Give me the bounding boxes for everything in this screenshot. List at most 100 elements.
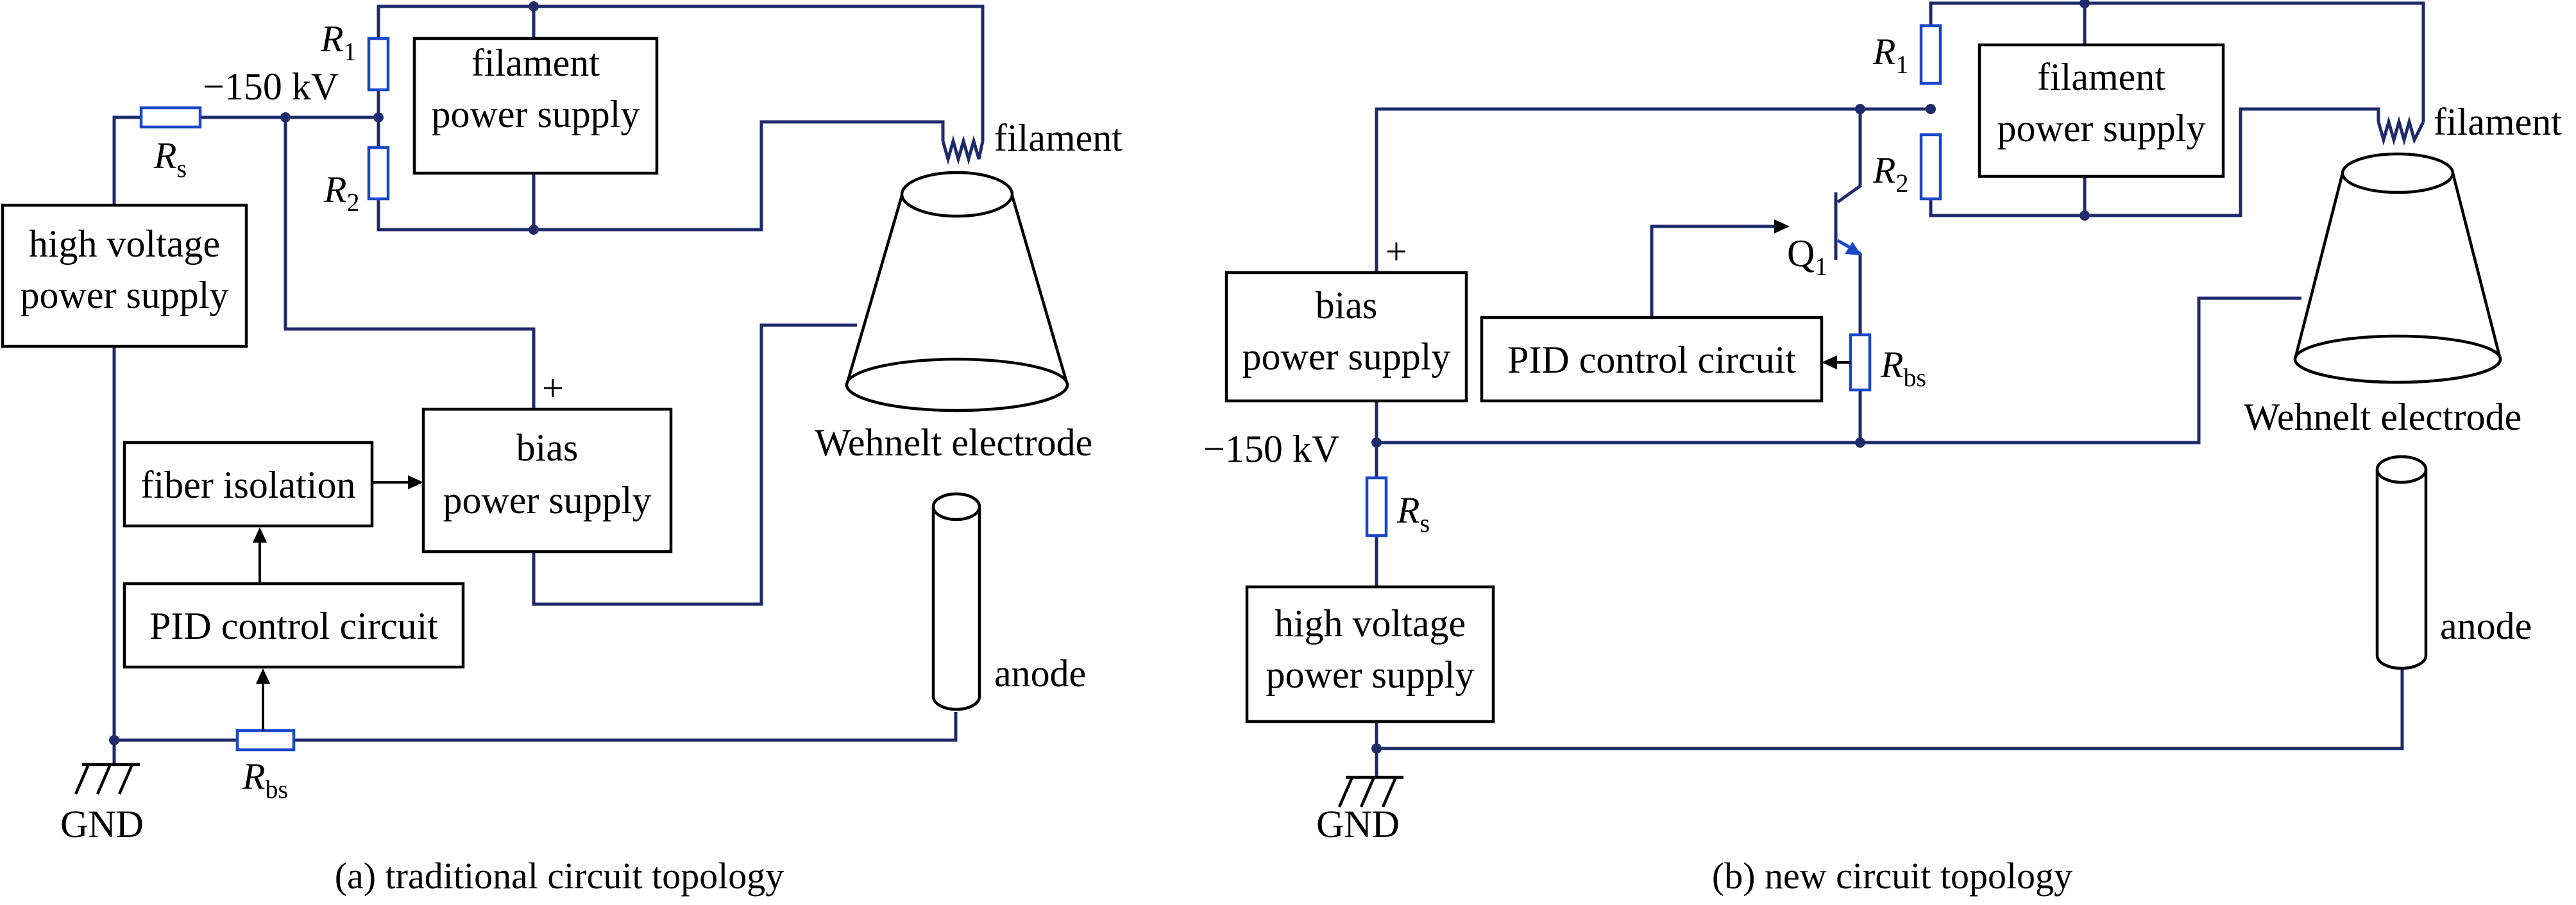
high-voltage-power-supply-line2: power supply [21, 274, 229, 316]
wehnelt-electrode-base [2293, 334, 2502, 384]
filament-power-supply-line2: power supply [432, 93, 640, 135]
wire-top-filament-loop [377, 4, 985, 141]
resistor-rbs-label: Rbs [1880, 344, 1926, 392]
wire-top-filament-loop [1929, 1, 2425, 122]
resistor-r2-label: R2 [323, 169, 359, 217]
resistor-rbs-label: Rbs [242, 756, 288, 804]
transistor-emitter-arrow-icon [1845, 242, 1861, 255]
anode-body [933, 507, 979, 697]
wire-bias-plus-to-collector [1375, 107, 1931, 273]
filament-coil-icon [941, 135, 985, 165]
wehnelt-electrode-top [900, 171, 1014, 218]
junction-node [2080, 210, 2090, 221]
anode-label: anode [994, 652, 1086, 695]
resistor-rbs [235, 729, 296, 752]
junction-node [1926, 104, 1936, 114]
wehnelt-electrode-label: Wehnelt electrode [2244, 396, 2521, 438]
wire-bias-to-wehnelt [532, 323, 857, 606]
bias-plus-sign: + [1385, 230, 1407, 273]
wire-base [1650, 224, 1777, 317]
bias-power-supply-line2: power supply [443, 479, 652, 521]
filament-power-supply-box [412, 37, 659, 175]
bias-power-supply-box [1224, 271, 1468, 403]
caption-b: (b) new circuit topology [1712, 855, 2072, 897]
pid-control-circuit-box [123, 582, 465, 669]
high-voltage-power-supply-line1: high voltage [1275, 602, 1466, 645]
anode-top [2375, 455, 2428, 484]
resistor-r1-label: R1 [1872, 31, 1908, 79]
resistor-rs [139, 106, 202, 129]
anode-top [931, 492, 981, 521]
bias-plus-sign: + [542, 367, 564, 409]
wire-gnd-to-anode [1377, 668, 2404, 750]
filament-label: filament [2434, 101, 2562, 143]
resistor-r2-label: R2 [1872, 149, 1908, 198]
filament-power-supply-line1: filament [2037, 56, 2165, 98]
filament-label: filament [994, 117, 1123, 159]
filament-power-supply-line2: power supply [1997, 107, 2206, 149]
high-voltage-power-supply-line2: power supply [1266, 654, 1475, 696]
ground-icon [1337, 775, 1403, 808]
anode-bottom [2375, 655, 2428, 670]
high-voltage-power-supply-box [1245, 585, 1495, 723]
caption-a: (a) traditional circuit topology [335, 855, 784, 897]
pid-control-circuit-box [1480, 316, 1824, 403]
junction-node [529, 1, 539, 12]
wire-node-to-bias-plus [284, 117, 536, 409]
resistor-rs [1365, 476, 1388, 537]
arrow-head-icon [408, 475, 423, 489]
arrow-head-icon [256, 668, 270, 684]
wire-gnd-to-anode [114, 712, 958, 742]
fiber-isolation-label: fiber isolation [141, 464, 356, 506]
anode-bottom [931, 696, 981, 711]
bias-power-supply-line2: power supply [1242, 335, 1451, 378]
high-voltage-power-supply-line1: high voltage [29, 223, 220, 265]
junction-node [109, 735, 119, 745]
fiber-isolation-box [123, 441, 374, 528]
gnd-label: GND [1316, 803, 1400, 845]
resistor-r2 [367, 146, 390, 201]
anode-body [2377, 469, 2426, 655]
junction-node [373, 112, 384, 123]
junction-node [280, 112, 291, 123]
bias-power-supply-line1: bias [516, 427, 579, 469]
junction-node [1371, 743, 1382, 754]
filament-power-supply-box [1978, 43, 2225, 178]
junction-node [1371, 437, 1382, 448]
junction-node [529, 224, 539, 235]
resistor-r1-label: R1 [320, 18, 356, 66]
wehnelt-electrode-base [845, 357, 1069, 412]
junction-node [2080, 0, 2090, 8]
resistor-rbs [1849, 333, 1872, 392]
resistor-r1 [1919, 24, 1942, 85]
pid-control-circuit-label: PID control circuit [149, 605, 438, 647]
filament-coil-icon [2377, 115, 2425, 146]
panel-b-new-topology: Q1 filament R1 R2 Rbs Rs −150 kV filamen… [1203, 0, 2562, 897]
high-voltage-power-supply-box [1, 203, 248, 348]
pid-control-circuit-label: PID control circuit [1507, 339, 1796, 381]
wire-bias-to-bottom-rail [1375, 296, 2301, 444]
anode-label: anode [2440, 605, 2532, 647]
arrow-head-icon [253, 527, 267, 543]
arrow-head-icon [1822, 355, 1837, 369]
resistor-rs-label: Rs [153, 135, 187, 183]
wehnelt-electrode-top [2341, 152, 2455, 194]
gnd-label: GND [60, 803, 144, 845]
bias-power-supply-box [421, 407, 673, 554]
bias-power-supply-line1: bias [1316, 284, 1378, 326]
transistor-q1-label: Q1 [1787, 232, 1827, 281]
wehnelt-electrode-label: Wehnelt electrode [815, 421, 1092, 464]
resistor-r2 [1919, 133, 1942, 201]
junction-node [1855, 104, 1865, 114]
resistor-rs-label: Rs [1396, 489, 1430, 537]
filament-power-supply-line1: filament [471, 42, 600, 84]
ground-icon [74, 763, 140, 795]
voltage-label: −150 kV [203, 65, 339, 108]
wire-collector [1836, 109, 1862, 204]
voltage-label: −150 kV [1203, 428, 1339, 470]
panel-a-traditional-topology: filament R1 R2 Rs Rbs −150 kV filament p… [1, 1, 1123, 897]
resistor-r1 [367, 37, 390, 92]
arrow-head-icon [1774, 219, 1790, 233]
junction-node [1855, 437, 1865, 448]
